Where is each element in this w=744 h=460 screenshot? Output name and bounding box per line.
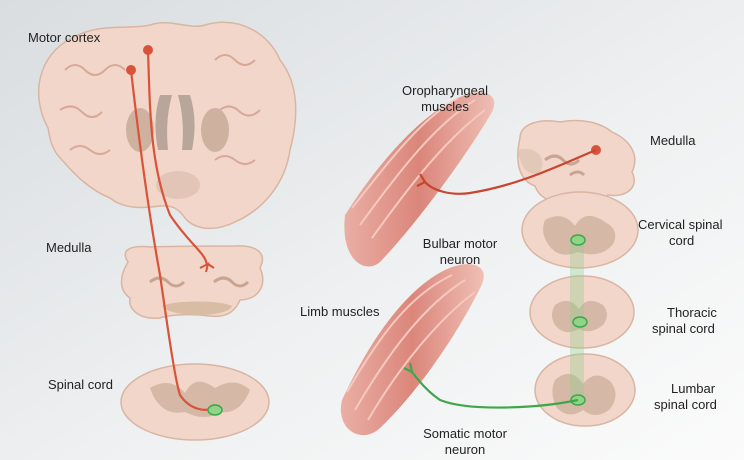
label-cervical-line2: cord — [669, 233, 694, 249]
lumbar-cord-section — [535, 354, 635, 426]
label-bulbar-line1: Bulbar motor — [412, 236, 508, 252]
label-medulla-right: Medulla — [650, 133, 696, 149]
label-motor-cortex: Motor cortex — [28, 30, 100, 46]
label-somatic-line2: neuron — [410, 442, 520, 458]
label-thoracic-line1: Thoracic — [667, 305, 717, 321]
thoracic-lmn-body — [573, 317, 587, 327]
label-thoracic-line2: spinal cord — [652, 321, 715, 337]
label-cervical-line1: Cervical spinal — [638, 217, 723, 233]
label-oropharyngeal-line2: muscles — [400, 99, 490, 115]
label-bulbar-line2: neuron — [412, 252, 508, 268]
label-oropharyngeal-line1: Oropharyngeal — [400, 83, 490, 99]
label-somatic-line1: Somatic motor — [410, 426, 520, 442]
label-limb-muscles: Limb muscles — [300, 304, 379, 320]
spinal-cord-left-section — [121, 364, 269, 440]
spinal-lmn-body — [208, 405, 222, 415]
cervical-lmn-body — [571, 235, 585, 245]
label-lumbar-line1: Lumbar — [671, 381, 715, 397]
label-medulla-left: Medulla — [46, 240, 92, 256]
label-lumbar-line2: spinal cord — [654, 397, 717, 413]
label-spinal-cord: Spinal cord — [48, 377, 113, 393]
